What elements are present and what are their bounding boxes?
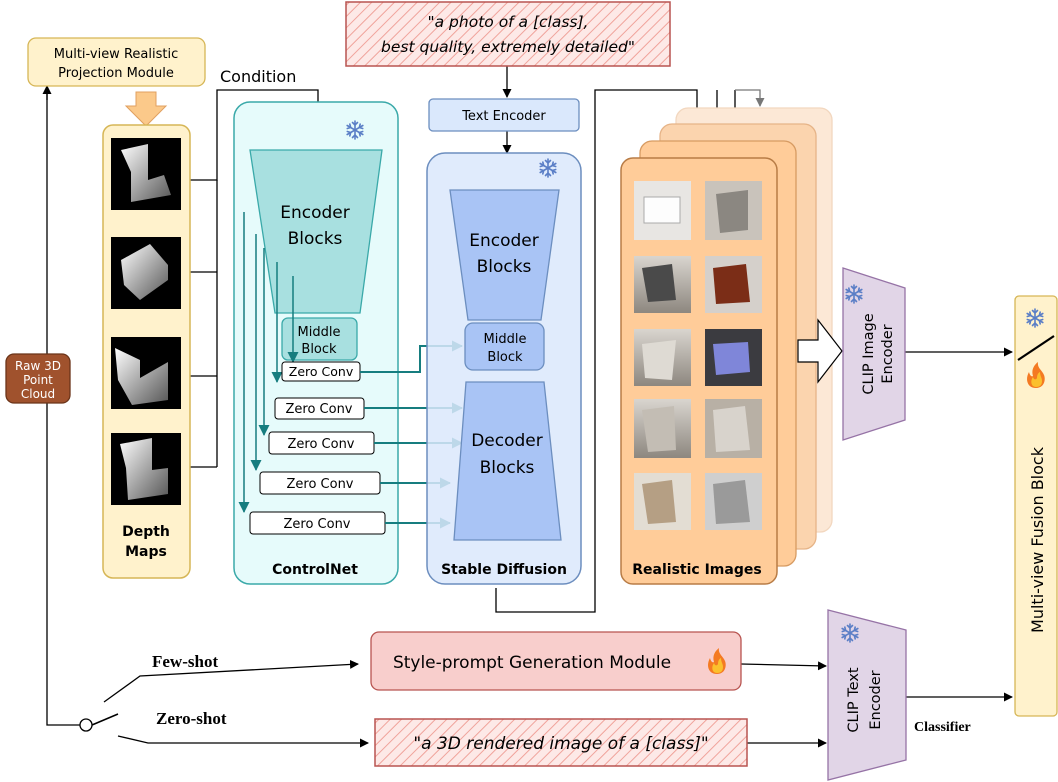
condition-label: Condition (220, 67, 296, 86)
text-prompt-box: "a photo of a [class], best quality, ext… (345, 1, 671, 67)
zero-conv-5: Zero Conv (249, 511, 386, 535)
multi-view-fusion-block: Multi-view Fusion Block (1014, 295, 1058, 717)
sd-middle-block (464, 322, 545, 371)
clip-text-line1: CLIP Text (846, 667, 862, 732)
few-shot-label: Few-shot (152, 652, 218, 671)
zero-conv-4: Zero Conv (259, 471, 381, 495)
stable-diffusion-label: Stable Diffusion (441, 562, 567, 578)
controlnet-encoder-line1: Encoder (280, 203, 350, 223)
svg-text:Zero Conv: Zero Conv (289, 364, 354, 379)
projection-down-arrow (124, 91, 168, 127)
svg-text:Zero Conv: Zero Conv (285, 402, 352, 417)
controlnet-middle-line1: Middle (298, 325, 341, 340)
realistic-image (705, 473, 762, 530)
sd-encoder-line1: Encoder (469, 231, 539, 251)
text-prompt-line1: "a photo of a [class], (428, 13, 589, 31)
zero-shot-label: Zero-shot (156, 709, 227, 728)
clip-text-line2: Encoder (868, 670, 884, 729)
text-prompt-line2: best quality, extremely detailed" (381, 38, 635, 56)
realistic-image (705, 256, 762, 313)
text-encoder-text: Text Encoder (461, 109, 546, 124)
raw-point-cloud-line1: Raw 3D (15, 359, 61, 373)
sd-decoder-line2: Blocks (480, 458, 535, 478)
sd-middle-line2: Block (487, 350, 523, 365)
clip-image-line1: CLIP Image (861, 313, 877, 394)
zero-conv-2: Zero Conv (274, 397, 365, 420)
switch (79, 718, 93, 732)
sd-middle-line1: Middle (484, 332, 527, 347)
raw-point-cloud-line2: Point (23, 373, 53, 387)
svg-text:Zero Conv: Zero Conv (287, 437, 354, 452)
images-to-clip-arrow (797, 318, 843, 384)
zero-conv-stack: Zero Conv Zero Conv Zero Conv Zero Conv … (249, 361, 386, 535)
fusion-block-label: Multi-view Fusion Block (1028, 446, 1047, 633)
zero-conv-3: Zero Conv (268, 431, 375, 455)
raw-point-cloud-box: Raw 3D Point Cloud (5, 353, 71, 404)
depth-maps-line2: Maps (125, 544, 167, 560)
classifier-label: Classifier (914, 720, 971, 735)
zero-shot-prompt-text: "a 3D rendered image of a [class]" (413, 734, 708, 754)
realistic-image (634, 473, 691, 530)
raw-point-cloud-line3: Cloud (21, 387, 55, 401)
clip-image-encoder: CLIP Image Encoder (842, 267, 906, 441)
controlnet-encoder-line2: Blocks (288, 229, 343, 249)
depth-map-2 (111, 237, 181, 309)
text-encoder-box: Text Encoder (428, 98, 580, 132)
realistic-images-label: Realistic Images (632, 562, 761, 578)
controlnet-middle-line2: Block (301, 342, 337, 357)
svg-text:Zero Conv: Zero Conv (286, 477, 353, 492)
projection-module-line1: Multi-view Realistic (54, 47, 178, 62)
style-prompt-module: Style-prompt Generation Module (370, 631, 742, 691)
sd-decoder-block (453, 381, 562, 541)
depth-map-4 (111, 433, 181, 505)
style-prompt-text: Style-prompt Generation Module (393, 653, 671, 673)
projection-module: Multi-view Realistic Projection Module (27, 37, 206, 87)
controlnet-label: ControlNet (272, 562, 358, 578)
controlnet-panel: Encoder Blocks Middle Block ControlNet (233, 101, 399, 585)
realistic-image (634, 181, 691, 240)
zero-shot-prompt-box: "a 3D rendered image of a [class]" (374, 718, 748, 767)
realistic-image (705, 399, 762, 458)
sd-decoder-line1: Decoder (471, 431, 543, 451)
zero-conv-1: Zero Conv (281, 361, 361, 382)
sd-encoder-line2: Blocks (477, 257, 532, 277)
depth-map-3 (111, 337, 181, 409)
depth-map-1 (111, 138, 181, 210)
realistic-image (634, 256, 691, 313)
controlnet-encoder-block (249, 149, 383, 314)
realistic-images-stack: Realistic Images (620, 107, 833, 585)
realistic-image (705, 181, 762, 240)
realistic-image (634, 399, 691, 458)
depth-maps-line1: Depth (122, 524, 170, 540)
clip-text-encoder: CLIP Text Encoder (827, 609, 907, 781)
realistic-image (634, 329, 691, 386)
sd-encoder-block (449, 189, 560, 321)
depth-maps-panel: Depth Maps (102, 124, 191, 579)
realistic-image (705, 329, 762, 386)
controlnet-middle-block (281, 317, 358, 361)
clip-image-line2: Encoder (880, 324, 896, 383)
projection-module-line2: Projection Module (58, 66, 174, 81)
fusion-divider (1017, 335, 1055, 361)
svg-text:Zero Conv: Zero Conv (283, 517, 350, 532)
stable-diffusion-panel: Text Encoder Encoder Blocks Middle Block… (426, 152, 582, 585)
realistic-image-grid (634, 181, 762, 530)
